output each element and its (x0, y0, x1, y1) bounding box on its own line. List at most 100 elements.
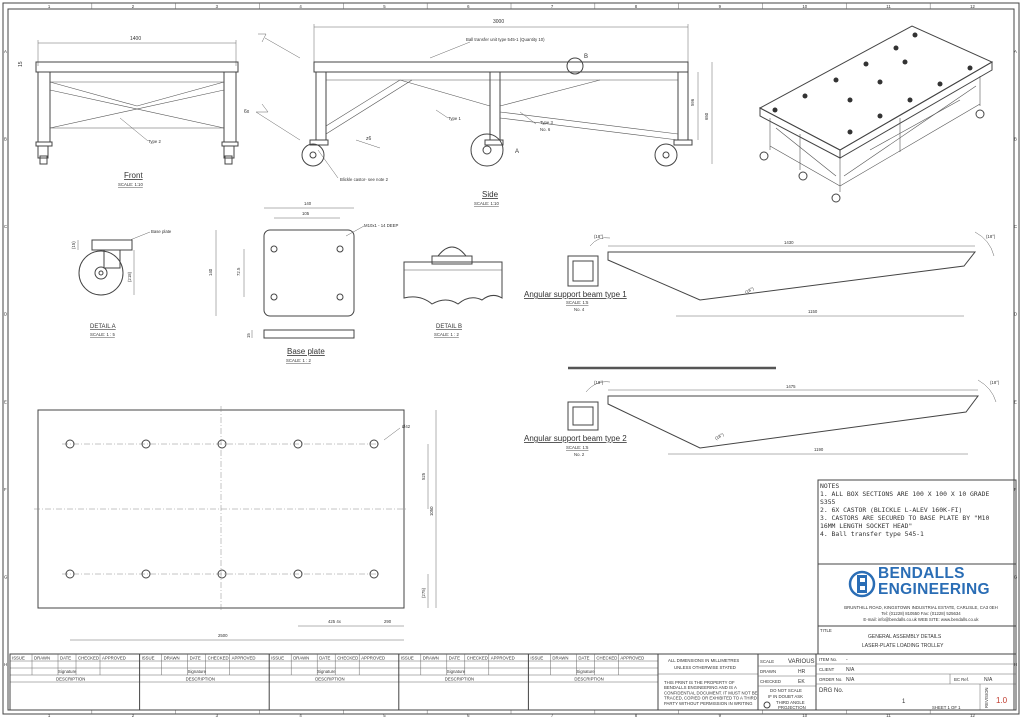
plate-hole-group (65, 439, 379, 579)
base-plate-dim-140-side: 140 (208, 268, 213, 276)
zone-column-label: 4 (299, 4, 302, 9)
weld-6x: 6x (244, 109, 250, 115)
revision-description: DESCRIPTION (56, 677, 85, 682)
company-name-line2: ENGINEERING (878, 581, 990, 598)
bc-value: N/A (984, 677, 993, 683)
top-plate-dim-275: (275) (421, 587, 426, 598)
side-label-b: B (584, 54, 588, 60)
checked-value: EK (798, 679, 805, 685)
side-dim-596: 596 (690, 98, 695, 106)
bc-label: BC Ref. (954, 677, 969, 682)
drg-value: 1 (902, 699, 906, 705)
projection-2: PROJECTION (778, 705, 806, 710)
beam2-angle-right: (18°) (990, 380, 1000, 385)
note-line: 2. 6X CASTOR (BLICKLE L-ALEV 160K-FI) (820, 506, 963, 514)
revision-description: DESCRIPTION (445, 677, 474, 682)
beam1-angle-mid: (18°) (744, 286, 755, 295)
revision-header: APPROVED (232, 656, 256, 661)
projection-1: THIRD ANGLE (776, 700, 805, 705)
revision-header: CHECKED (337, 656, 358, 661)
note-line: 1. ALL BOX SECTIONS ARE 100 X 100 X 10 G… (820, 490, 990, 498)
zone-column-label: 1 (48, 713, 51, 718)
detail-a-dim-1: (15) (71, 241, 76, 249)
confidential-line: CONFIDENTIAL DOCUMENT. IT MUST NOT BE (664, 690, 758, 695)
beam2-qty: No. 2 (574, 452, 585, 457)
zone-row-label: C (4, 224, 7, 229)
side-callout-type3-qty: No. 6 (540, 127, 551, 132)
revision-description: DESCRIPTION (574, 677, 603, 682)
front-view-scale: SCALE: 1:10 (118, 182, 143, 187)
detail-a-dim-2: (218) (127, 271, 132, 282)
zone-column-label: 5 (383, 4, 386, 9)
revision-header: DATE (449, 656, 460, 661)
company-name: BENDALLS ENGINEERING (878, 566, 990, 598)
revision-signature: Signature (188, 669, 207, 674)
revision-header: ISSUE (271, 656, 284, 661)
front-callout-type2: Type 2 (148, 139, 162, 144)
bendalls-logo-icon (848, 570, 876, 598)
confidential-line: THIS PRINT IS THE PROPERTY OF (664, 680, 735, 685)
revision-label: REVISION (984, 687, 989, 708)
beam1-angle-right: (18°) (986, 234, 996, 239)
drawn-label: DRAWN (760, 669, 776, 674)
side-dim-length: 3000 (493, 19, 504, 25)
beam1-qty: No. 4 (574, 307, 585, 312)
note-line: 3. CASTORS ARE SECURED TO BASE PLATE BY … (820, 514, 990, 522)
detail-a-title: DETAIL A (90, 324, 116, 330)
zone-row-label: A (1014, 49, 1017, 54)
item-value: - (846, 657, 848, 663)
zone-column-label: 2 (132, 713, 135, 718)
no-scale-2: IF IN DOUBT ASK (768, 694, 803, 699)
beam1-length: 1430 (784, 240, 794, 245)
company-web-line: E-mail: info@bendalls.co.uk WEB SITE: ww… (863, 617, 979, 622)
notes-block: NOTES 1. ALL BOX SECTIONS ARE 100 X 100 … (820, 482, 1016, 562)
revision-signature: Signature (576, 669, 595, 674)
base-plate-dim-72-5: 72.5 (236, 267, 241, 276)
revision-header: APPROVED (620, 656, 644, 661)
revision-header: CHECKED (208, 656, 229, 661)
side-callout-ball: Ball transfer unit type 545-1 (Quantity … (466, 37, 545, 42)
beam2-length: 1475 (786, 384, 796, 389)
revision-header: DRAWN (34, 656, 50, 661)
base-plate-scale: SCALE: 1 : 2 (286, 358, 311, 363)
base-plate-title: Base plate (287, 347, 325, 356)
revision-header: DRAWN (293, 656, 309, 661)
plate-hole (369, 439, 379, 449)
detail-b-title: DETAIL B (436, 324, 462, 330)
zone-row-label: B (4, 136, 7, 141)
beam2-angle-left: (18°) (594, 380, 604, 385)
revision-signature: Signature (58, 669, 77, 674)
side-callout-type3: Type 3 (540, 120, 554, 125)
plate-hole (293, 569, 303, 579)
zone-column-label: 7 (551, 4, 554, 9)
zone-row-label: F (4, 487, 7, 492)
revision-value: 1.0 (996, 696, 1008, 705)
plate-hole (293, 439, 303, 449)
top-plate-drawing: Ø42 525 1050 (275) 425 4x 290 2500 (34, 406, 437, 641)
zone-row-label: D (1014, 312, 1017, 317)
zone-column-label: 9 (719, 4, 722, 9)
zone-column-label: 12 (970, 713, 975, 718)
zone-column-label: 11 (886, 713, 891, 718)
confidential-line: BENDALLS ENGINEERING AND IS A (664, 685, 737, 690)
isometric-view (758, 25, 994, 203)
order-label: ORDER No. (819, 677, 842, 682)
company-contact-line: Tel: (01228) 810550 Fax: (01228) 525634 (881, 611, 961, 616)
client-value: N/A (846, 667, 855, 673)
plate-hole (65, 439, 75, 449)
front-view-title: Front (124, 171, 143, 180)
zone-column-label: 3 (216, 713, 219, 718)
side-label-a: A (515, 149, 519, 155)
beam2-title: Angular support beam type 2 (524, 434, 627, 443)
top-plate-dim-1050: 1050 (429, 506, 434, 516)
zone-column-label: 11 (886, 4, 891, 9)
revision-header: APPROVED (102, 656, 126, 661)
order-value: N/A (846, 677, 855, 683)
revision-header: CHECKED (467, 656, 488, 661)
revision-header: ISSUE (401, 656, 414, 661)
zone-column-label: 6 (467, 713, 470, 718)
